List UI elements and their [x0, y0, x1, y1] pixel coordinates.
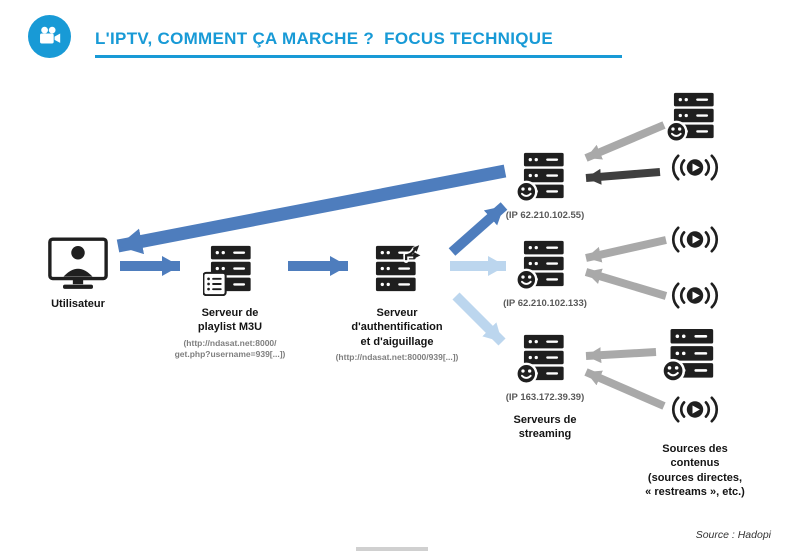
arrow-source-server2-to-streaming-3 [585, 347, 657, 364]
page-title: L'IPTV, COMMENT ÇA MARCHE ? FOCUS TECHNI… [95, 29, 553, 48]
streaming-server-3-icon [516, 334, 570, 385]
streaming-server-2-icon [516, 240, 570, 291]
arrow-source-stream1-to-streaming-1 [585, 168, 661, 185]
auth-server-title: Serveur d'authentification et d'aiguilla… [351, 307, 443, 348]
arrow-auth-to-streaming-3 [452, 292, 506, 346]
arrow-auth-to-streaming-1 [448, 202, 508, 256]
playlist-server-labels: Serveur de playlist M3U (http://ndasat.n… [165, 306, 295, 361]
sources-column-label: Sources des contenus (sources directes, … [645, 443, 745, 498]
playlist-server-icon [203, 245, 257, 296]
source-stream-2-icon [670, 222, 720, 257]
source-stream-3-icon [670, 278, 720, 313]
arrow-stream-to-user [116, 164, 507, 255]
source-stream-1-icon [670, 150, 720, 185]
title-underline [95, 55, 622, 58]
source-server-2-icon [662, 328, 720, 383]
streaming-server-3-ip: (IP 163.172.39.39) [505, 392, 585, 403]
streaming-column-label: Serveurs de streaming [513, 414, 577, 441]
streaming-server-1-ip: (IP 62.210.102.55) [505, 210, 585, 221]
source-server-1-icon [666, 92, 720, 143]
arrow-source-stream4-to-streaming-3 [584, 368, 666, 410]
user-icon [48, 237, 108, 291]
auth-server-icon [368, 245, 422, 296]
arrow-source-stream2-to-streaming-2 [585, 236, 667, 263]
page-edge-mark [356, 547, 428, 551]
video-camera-icon [39, 26, 60, 43]
source-credit: Source : Hadopi [695, 529, 771, 541]
header-logo [28, 15, 71, 58]
user-label: Utilisateur [51, 298, 105, 310]
auth-server-labels: Serveur d'authentification et d'aiguilla… [317, 306, 477, 364]
playlist-server-url: (http://ndasat.net:8000/ get.php?usernam… [174, 337, 286, 360]
streaming-server-1-icon [516, 152, 570, 203]
arrow-source-stream3-to-streaming-2 [584, 268, 668, 300]
arrow-source-server1-to-streaming-1 [584, 121, 666, 162]
playlist-server-title: Serveur de playlist M3U [197, 307, 263, 334]
source-stream-4-icon [670, 392, 720, 427]
streaming-server-2-ip: (IP 62.210.102.133) [503, 298, 587, 309]
auth-server-url: (http://ndasat.net:8000/939[...]) [335, 351, 459, 362]
